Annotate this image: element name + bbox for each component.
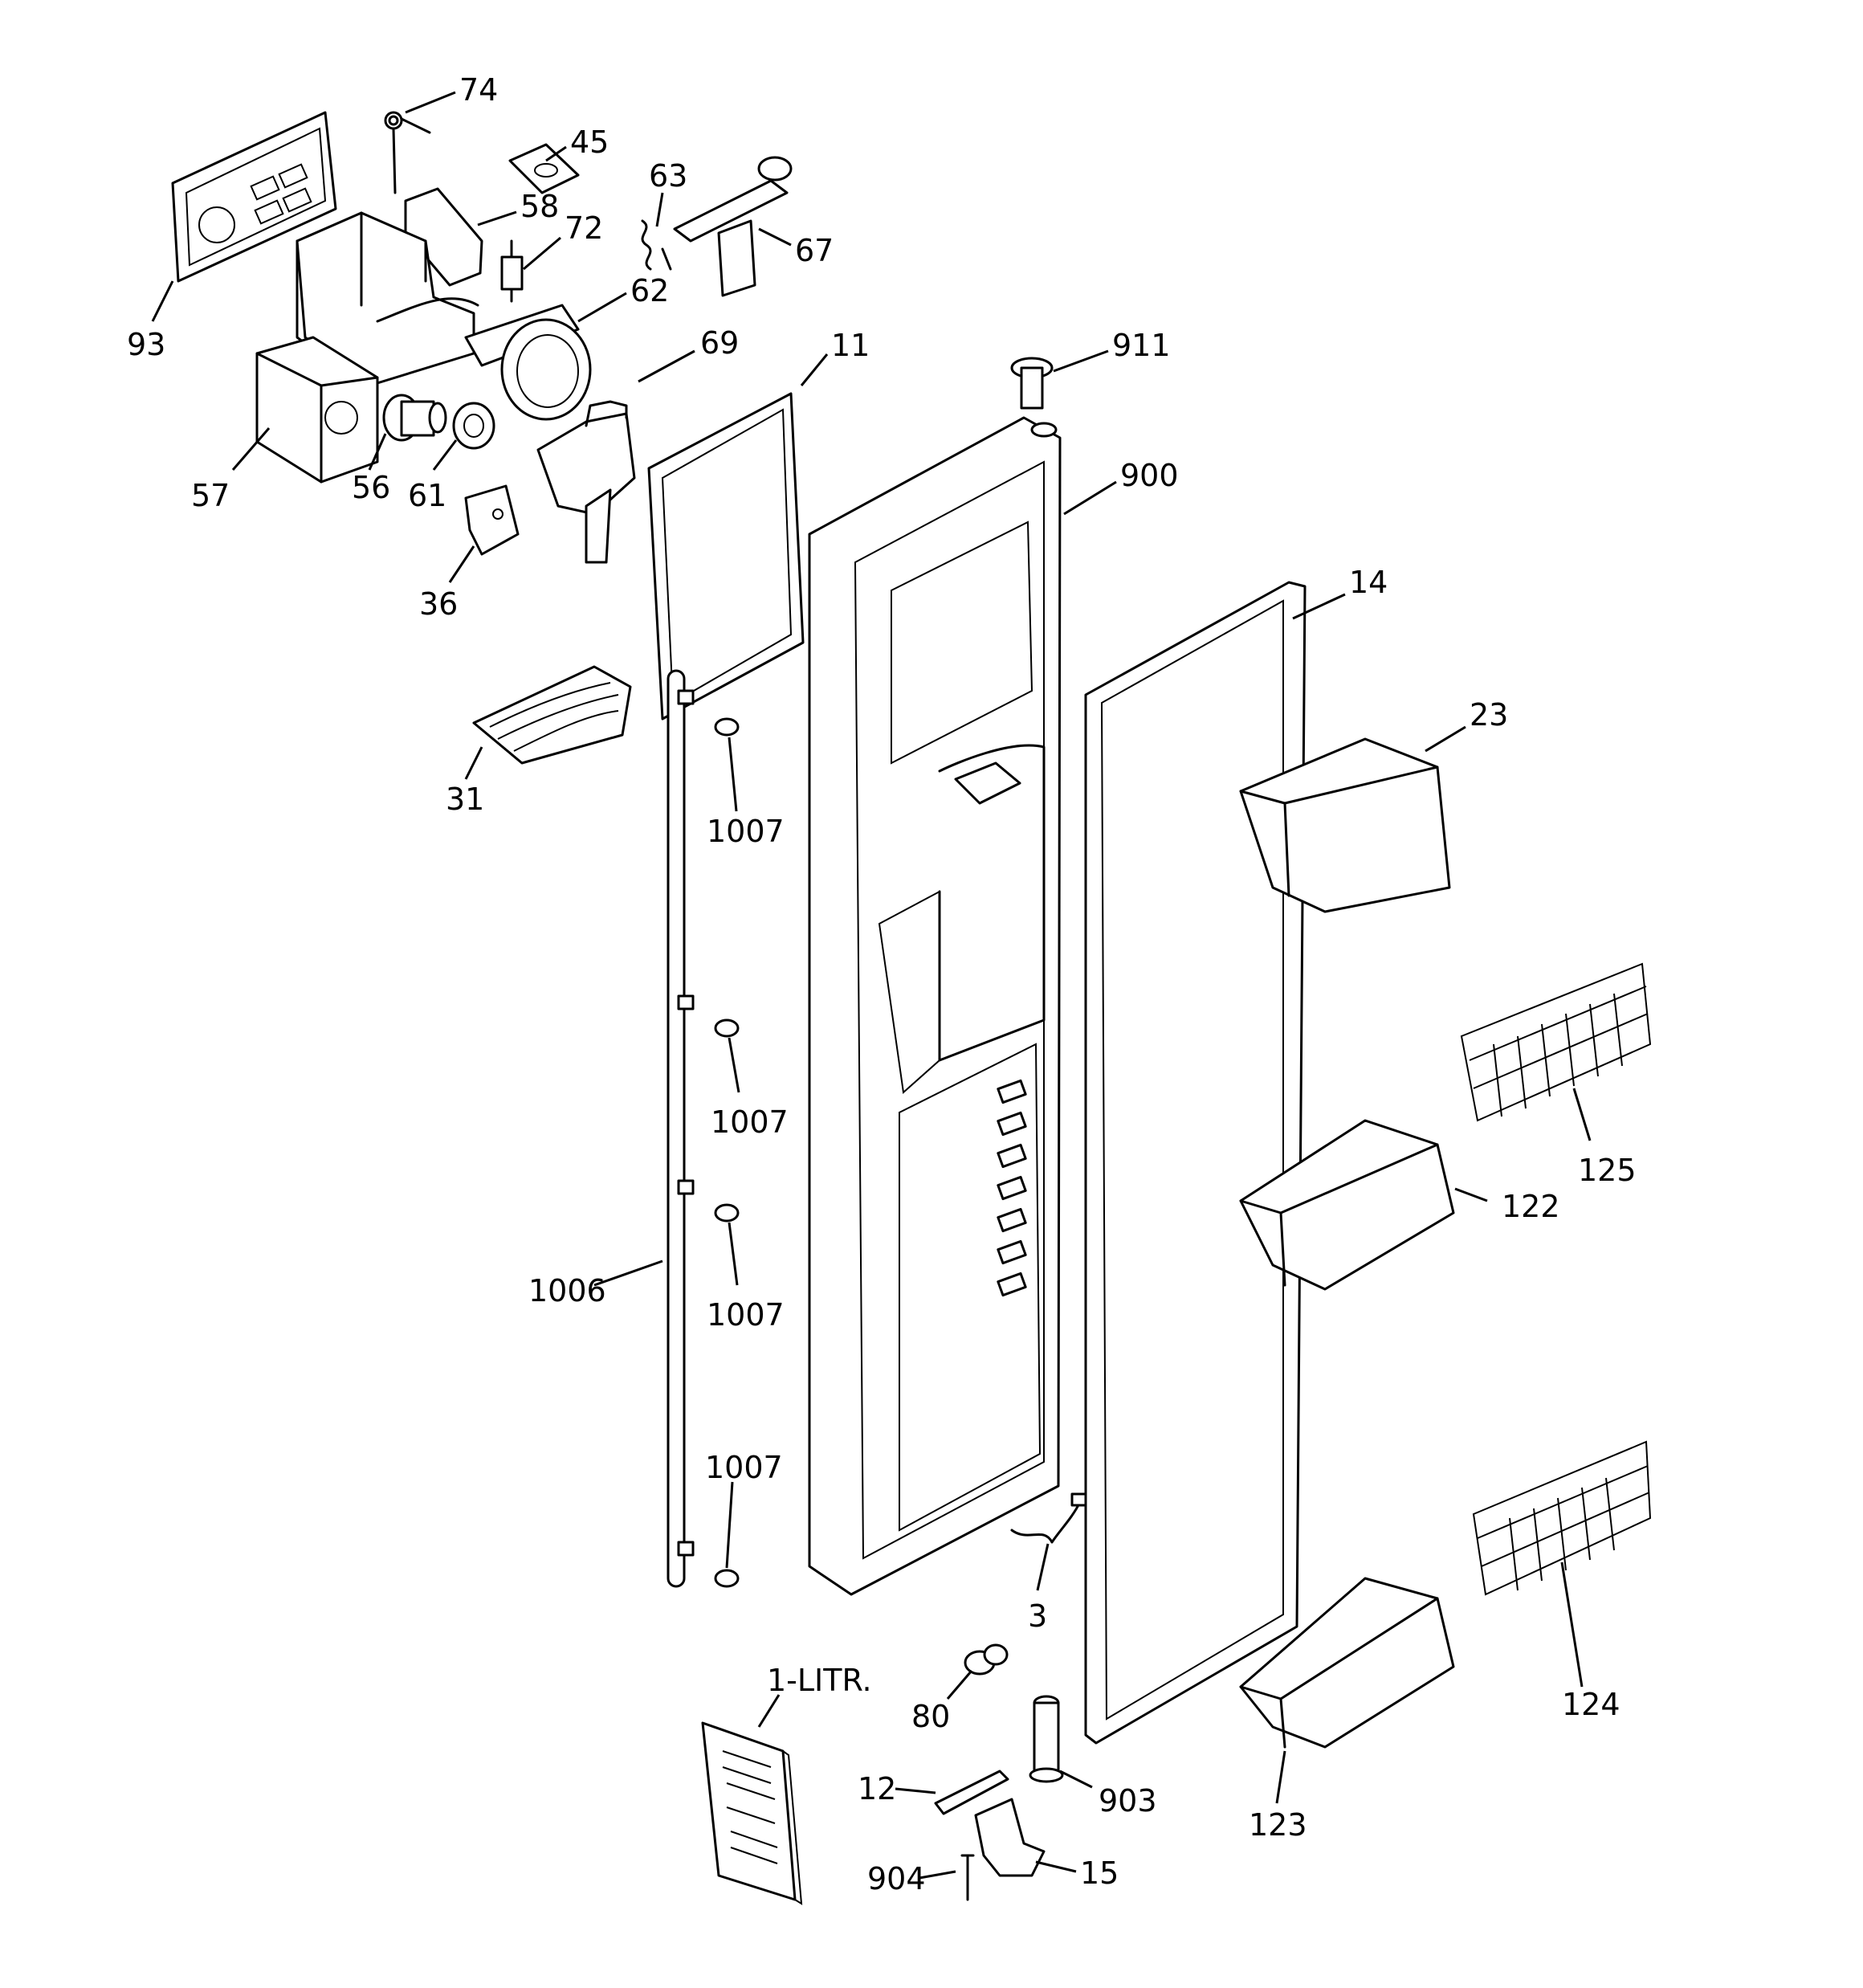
part-hinge-15 <box>974 1798 1046 1877</box>
part-control-panel <box>171 111 337 283</box>
part-motor-56 <box>382 394 447 442</box>
part-rod-1006 <box>667 669 695 1588</box>
part-funnel-69 <box>536 400 636 564</box>
part-ring-62 <box>464 304 592 421</box>
part-screw-904 <box>960 1854 975 1901</box>
callout-14: 14 <box>1349 565 1388 600</box>
callout-1007-a: 1007 <box>707 814 785 849</box>
part-switch-36 <box>464 484 520 556</box>
part-hinge-plate-12 <box>934 1770 1009 1815</box>
part-bin-123 <box>1239 1577 1455 1749</box>
callout-1-litr: 1-LITR. <box>767 1663 872 1698</box>
part-spring-63 <box>641 219 672 271</box>
part-manual-booklet <box>701 1721 803 1905</box>
callout-12: 12 <box>858 1771 896 1806</box>
part-spring-74 <box>384 111 431 194</box>
callout-1007-d: 1007 <box>705 1450 783 1485</box>
part-bin-23 <box>1239 737 1451 913</box>
callout-900: 900 <box>1120 458 1179 493</box>
callout-911: 911 <box>1112 328 1171 363</box>
callout-58: 58 <box>520 189 559 224</box>
callout-57: 57 <box>191 478 230 513</box>
callout-31: 31 <box>446 782 484 817</box>
part-door-liner-900 <box>808 416 1062 1596</box>
callout-124: 124 <box>1562 1687 1620 1722</box>
part-dispenser-housing <box>296 211 479 387</box>
callout-15: 15 <box>1080 1855 1119 1891</box>
callout-123: 123 <box>1249 1807 1307 1843</box>
part-plug-80 <box>964 1643 1009 1676</box>
callout-72: 72 <box>565 210 603 246</box>
callout-904: 904 <box>867 1861 926 1896</box>
callout-61: 61 <box>408 478 446 513</box>
callout-69: 69 <box>700 325 739 361</box>
part-bin-122 <box>1239 1119 1455 1291</box>
part-wire-harness-3 <box>1010 1492 1088 1544</box>
callout-3: 3 <box>1028 1598 1047 1634</box>
callout-125: 125 <box>1578 1153 1637 1188</box>
part-61 <box>452 402 495 450</box>
part-drip-grille-31 <box>472 665 632 765</box>
leader-lines <box>151 91 1592 1880</box>
callout-36: 36 <box>419 586 458 622</box>
callout-903: 903 <box>1099 1783 1157 1819</box>
callout-1006: 1006 <box>528 1273 606 1308</box>
callout-80: 80 <box>911 1699 950 1734</box>
callout-1007-b: 1007 <box>711 1104 789 1140</box>
callout-93: 93 <box>127 327 165 362</box>
callout-45: 45 <box>570 125 609 160</box>
part-bracket-45 <box>508 143 580 194</box>
callout-56: 56 <box>352 470 390 505</box>
callout-11: 11 <box>831 328 870 363</box>
callout-74: 74 <box>459 72 498 108</box>
part-clips-1007 <box>714 717 740 1588</box>
part-pin-903 <box>1029 1695 1064 1783</box>
part-bushing-911 <box>1010 357 1054 410</box>
part-lever-arm-67 <box>673 156 793 297</box>
part-dispenser-frame-11 <box>647 392 805 720</box>
callout-1007-c: 1007 <box>707 1297 785 1333</box>
callout-labels: 74 45 63 58 72 67 62 93 69 11 911 57 56 … <box>127 72 1637 1896</box>
callout-122: 122 <box>1502 1189 1560 1224</box>
part-liner-tabs <box>997 1079 1027 1297</box>
callout-67: 67 <box>795 233 834 268</box>
part-gasket-14 <box>1084 581 1307 1745</box>
part-wire-rack-125 <box>1460 962 1652 1122</box>
callout-23: 23 <box>1470 697 1508 733</box>
part-wire-rack-124 <box>1472 1440 1652 1596</box>
part-switch-72 <box>500 239 524 303</box>
callout-63: 63 <box>649 158 687 194</box>
callout-62: 62 <box>630 273 669 308</box>
